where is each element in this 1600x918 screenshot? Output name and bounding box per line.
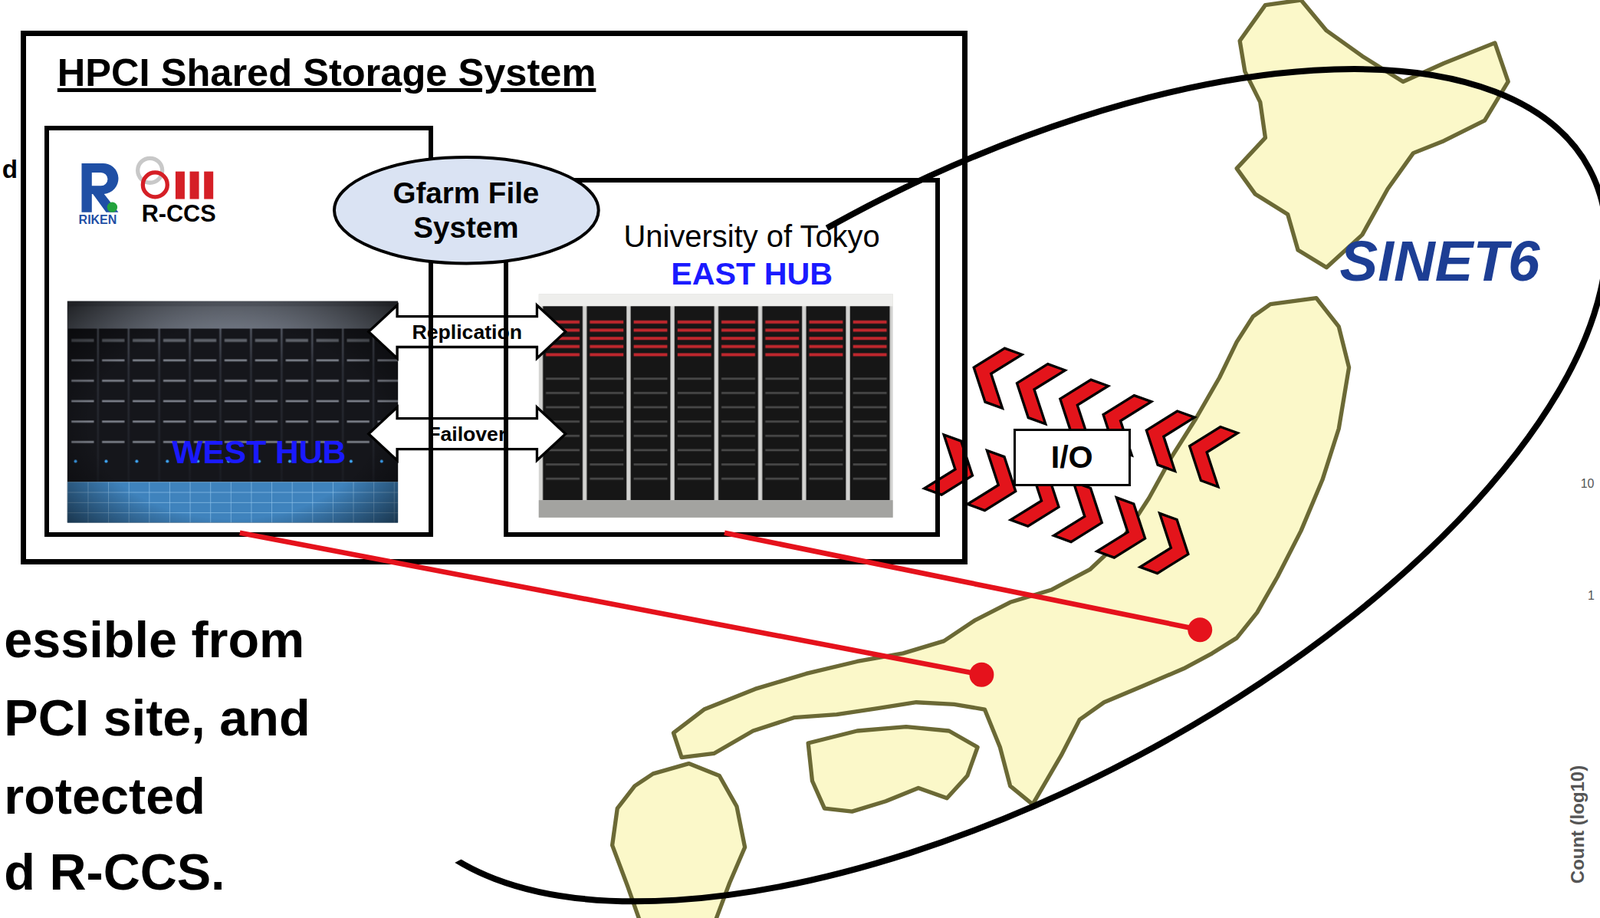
hub-label: WEST HUB <box>171 433 346 471</box>
storage-system-panel: HPCI Shared Storage SystemRIKEN R-CCS WEST… <box>20 30 968 565</box>
hub-box: RIKEN R-CCS WEST HUB <box>44 125 434 537</box>
axis-tick: 1 <box>1587 588 1595 603</box>
logo-bar <box>175 171 185 200</box>
io-label: I/O <box>1051 439 1094 476</box>
text-slot: essible from <box>3 610 305 670</box>
text-slot: 10 <box>1580 476 1595 491</box>
hub-box: University of TokyoEAST HUB <box>503 177 941 538</box>
text-slot: d <box>2 154 18 184</box>
text-slot: SINET6 <box>1340 228 1545 295</box>
floor <box>538 499 894 518</box>
edge-label: Failover <box>427 421 506 446</box>
filesystem-label: Gfarm File System <box>364 176 569 245</box>
ellipse-shape <box>334 157 599 263</box>
annotation-text: essible from <box>3 610 305 670</box>
hub-label: EAST HUB <box>670 256 833 293</box>
region-outline <box>382 69 1600 901</box>
text-slot: HPCI Shared Storage System <box>57 50 597 96</box>
illustration-group <box>67 0 1509 918</box>
site-label: University of Tokyo <box>624 219 881 255</box>
east-hub-photo <box>538 293 894 517</box>
axis-tick: 10 <box>1580 476 1595 491</box>
logo-dot <box>107 202 118 213</box>
network-logo-text: SINET6 <box>1340 228 1545 295</box>
location-dot <box>969 662 994 687</box>
text-slot: University of Tokyo <box>624 219 881 255</box>
annotation-text: rotected <box>3 766 206 826</box>
io-label-box: I/O <box>1013 428 1131 487</box>
west-hub-photo <box>67 301 398 523</box>
text-slot: PCI site, and <box>3 688 310 748</box>
chevron <box>924 434 983 503</box>
text-slot: I/O <box>1015 430 1129 484</box>
ceiling <box>538 293 894 306</box>
logo-label: R-CCS <box>141 200 217 227</box>
io-chevrons <box>924 338 1239 583</box>
logo-bar <box>190 171 200 200</box>
chevron <box>1136 403 1196 471</box>
annotation-text: PCI site, and <box>3 688 310 748</box>
annotation-text: d R-CCS. <box>3 842 225 902</box>
photo-ground <box>67 301 398 523</box>
chevron <box>1054 481 1113 549</box>
text-slot: Count (log10) <box>1577 824 1600 846</box>
text-slot: rotected <box>3 766 206 826</box>
text-slot: Replication <box>412 319 523 344</box>
network-region: SINET6 <box>382 69 1600 901</box>
chevron <box>963 340 1022 408</box>
text-slot: R-CCS <box>141 200 217 227</box>
text-slot: 1 <box>1587 588 1595 603</box>
location-dot <box>1187 617 1213 642</box>
chevron <box>1140 512 1199 581</box>
leader-group <box>239 532 1213 687</box>
chevron <box>1007 356 1066 424</box>
logo-ring <box>142 172 168 198</box>
fisheye-vignette <box>67 301 398 523</box>
kyushu-island <box>612 763 746 918</box>
text-slot: d R-CCS. <box>3 842 225 902</box>
text-slot: Failover <box>427 421 506 446</box>
logo-ring <box>137 157 163 183</box>
edge-label: Replication <box>412 319 523 344</box>
panel-title: HPCI Shared Storage System <box>57 50 597 96</box>
riken-logo <box>81 163 119 213</box>
location-leader-line <box>239 532 983 675</box>
text-slot: WEST HUB <box>171 433 346 471</box>
chevron <box>1097 497 1156 566</box>
axis-label: Count (log10) <box>1567 765 1589 884</box>
shikoku-island <box>808 726 978 812</box>
block-arrow-connector <box>368 305 566 359</box>
rccs-logo <box>137 157 214 199</box>
logo-bar <box>203 171 214 200</box>
hokkaido-island <box>1236 0 1509 268</box>
filesystem-ellipse: Gfarm File System <box>331 154 602 267</box>
logo-label: RIKEN <box>78 213 118 227</box>
logo-mark <box>81 163 119 213</box>
photo-ground <box>538 293 894 517</box>
text-slot: Gfarm File System <box>331 154 602 267</box>
block-arrow-connector <box>368 407 566 460</box>
rack-row <box>540 305 891 500</box>
text-slot: EAST HUB <box>670 256 833 293</box>
network-ellipse <box>256 0 1600 918</box>
annotation-text: d <box>2 154 18 184</box>
text-slot: RIKEN <box>78 213 118 227</box>
chevron <box>1179 419 1239 487</box>
